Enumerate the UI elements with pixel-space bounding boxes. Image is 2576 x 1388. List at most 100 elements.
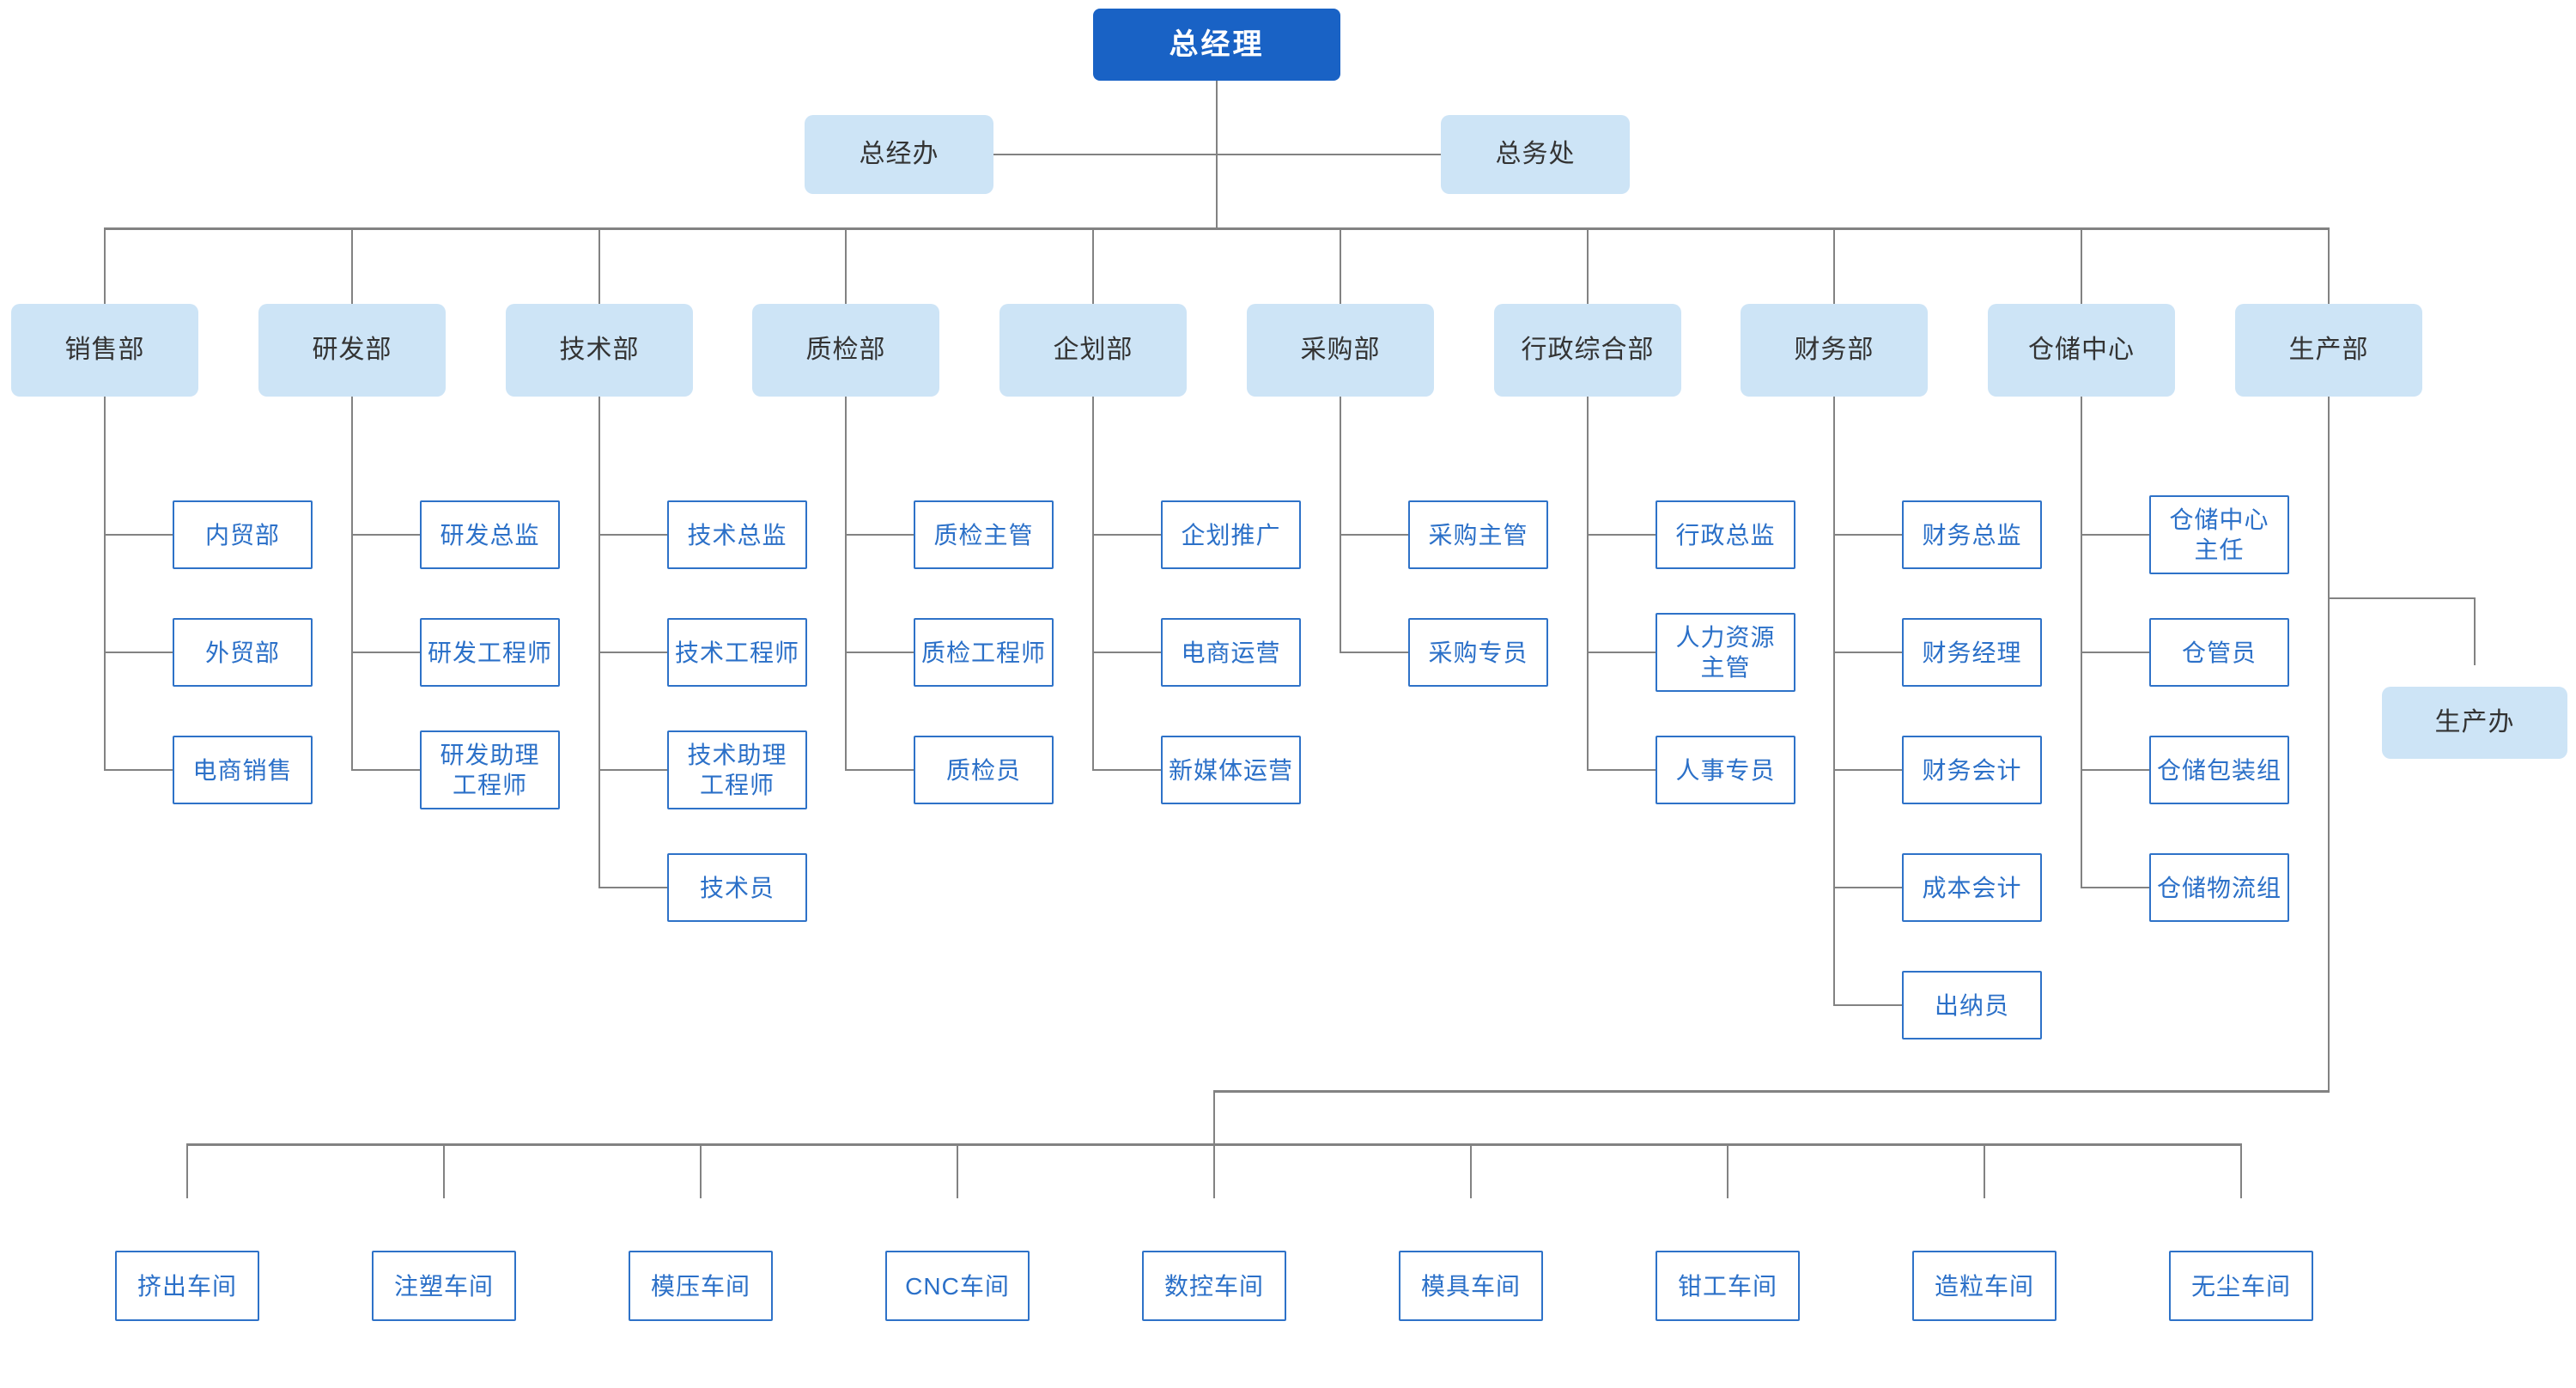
- connector-child-stub: [1093, 652, 1161, 653]
- connector-child-stub: [2081, 652, 2149, 653]
- department-node-1: 研发部: [258, 304, 446, 397]
- position-node-4-1: 电商运营: [1161, 618, 1301, 687]
- connector-child-stub: [352, 769, 420, 771]
- connector-department-stub: [351, 227, 353, 304]
- connector-workshop-drop: [1213, 1090, 1215, 1143]
- connector-child-vertical: [2081, 397, 2082, 888]
- position-node-7-1: 财务经理: [1902, 618, 2042, 687]
- position-node-3-1: 质检工程师: [914, 618, 1054, 687]
- connector-department-stub: [104, 227, 106, 304]
- connector-department-stub: [2081, 227, 2082, 304]
- workshop-node-8: 无尘车间: [2169, 1251, 2313, 1321]
- connector-workshop-stub: [1984, 1143, 1985, 1198]
- connector-child-stub: [599, 769, 667, 771]
- position-node-8-0: 仓储中心 主任: [2149, 495, 2289, 574]
- connector-department-stub: [1340, 227, 1341, 304]
- position-node-6-0: 行政总监: [1656, 500, 1795, 569]
- connector-child-stub: [105, 652, 173, 653]
- office-node-0: 总经办: [805, 115, 993, 194]
- position-node-7-4: 出纳员: [1902, 971, 2042, 1039]
- connector-child-vertical: [1092, 397, 1094, 771]
- connector-child-vertical: [845, 397, 847, 771]
- connector-child-stub: [105, 769, 173, 771]
- connector-child-stub: [599, 534, 667, 536]
- position-node-1-1: 研发工程师: [420, 618, 560, 687]
- connector-child-vertical: [1340, 397, 1341, 653]
- connector-child-stub: [1588, 652, 1656, 653]
- connector-child-stub: [1834, 769, 1902, 771]
- department-node-0: 销售部: [11, 304, 198, 397]
- position-node-5-0: 采购主管: [1408, 500, 1548, 569]
- connector-offices-horizontal: [993, 154, 1441, 155]
- position-node-8-3: 仓储物流组: [2149, 853, 2289, 922]
- connector-child-stub: [1340, 534, 1408, 536]
- connector-child-stub: [2081, 887, 2149, 888]
- connector-child-stub: [846, 652, 914, 653]
- connector-department-stub: [1833, 227, 1835, 304]
- connector-child-stub: [105, 534, 173, 536]
- department-node-6: 行政综合部: [1494, 304, 1681, 397]
- position-node-6-2: 人事专员: [1656, 736, 1795, 804]
- department-node-9: 生产部: [2235, 304, 2422, 397]
- production-office-node: 生产办: [2382, 687, 2567, 759]
- workshop-node-4: 数控车间: [1142, 1251, 1286, 1321]
- connector-child-stub: [599, 887, 667, 888]
- position-node-0-2: 电商销售: [173, 736, 313, 804]
- connector-child-vertical: [104, 397, 106, 771]
- connector-production-office-vertical: [2474, 597, 2476, 665]
- position-node-2-3: 技术员: [667, 853, 807, 922]
- position-node-3-2: 质检员: [914, 736, 1054, 804]
- position-node-7-0: 财务总监: [1902, 500, 2042, 569]
- position-node-6-1: 人力资源 主管: [1656, 613, 1795, 692]
- position-node-1-0: 研发总监: [420, 500, 560, 569]
- department-node-3: 质检部: [752, 304, 939, 397]
- position-node-2-0: 技术总监: [667, 500, 807, 569]
- position-node-2-2: 技术助理 工程师: [667, 730, 807, 809]
- position-node-7-3: 成本会计: [1902, 853, 2042, 922]
- connector-department-stub: [2328, 227, 2330, 304]
- department-node-7: 财务部: [1741, 304, 1928, 397]
- connector-production-bottom-horizontal: [1213, 1090, 2329, 1093]
- connector-child-stub: [352, 652, 420, 653]
- connector-child-stub: [1834, 534, 1902, 536]
- connector-child-stub: [1834, 1004, 1902, 1006]
- connector-workshop-stub: [700, 1143, 702, 1198]
- connector-child-stub: [352, 534, 420, 536]
- connector-workshop-stub: [2240, 1143, 2242, 1198]
- connector-child-stub: [2081, 769, 2149, 771]
- connector-workshop-stub: [1470, 1143, 1472, 1198]
- connector-workshop-stub: [1727, 1143, 1728, 1198]
- workshop-node-1: 注塑车间: [372, 1251, 516, 1321]
- workshop-node-5: 模具车间: [1399, 1251, 1543, 1321]
- connector-department-bus: [105, 227, 2329, 230]
- department-node-8: 仓储中心: [1988, 304, 2175, 397]
- connector-child-stub: [599, 652, 667, 653]
- connector-child-vertical: [1833, 397, 1835, 1006]
- connector-child-vertical: [598, 397, 600, 888]
- connector-production-vertical: [2328, 397, 2330, 1093]
- connector-trunk-vertical: [1216, 81, 1218, 230]
- connector-child-stub: [1093, 769, 1161, 771]
- connector-department-stub: [845, 227, 847, 304]
- position-node-0-1: 外贸部: [173, 618, 313, 687]
- position-node-7-2: 财务会计: [1902, 736, 2042, 804]
- connector-workshop-stub: [957, 1143, 958, 1198]
- connector-department-stub: [1092, 227, 1094, 304]
- connector-workshop-stub: [1213, 1143, 1215, 1198]
- workshop-node-3: CNC车间: [885, 1251, 1030, 1321]
- position-node-4-2: 新媒体运营: [1161, 736, 1301, 804]
- connector-child-stub: [1340, 652, 1408, 653]
- position-node-4-0: 企划推广: [1161, 500, 1301, 569]
- connector-child-stub: [1093, 534, 1161, 536]
- position-node-0-0: 内贸部: [173, 500, 313, 569]
- department-node-5: 采购部: [1247, 304, 1434, 397]
- position-node-3-0: 质检主管: [914, 500, 1054, 569]
- connector-production-office-horizontal: [2329, 597, 2475, 599]
- position-node-1-2: 研发助理 工程师: [420, 730, 560, 809]
- workshop-node-2: 模压车间: [629, 1251, 773, 1321]
- connector-workshop-stub: [186, 1143, 188, 1198]
- connector-workshop-stub: [443, 1143, 445, 1198]
- connector-child-stub: [846, 534, 914, 536]
- position-node-8-2: 仓储包装组: [2149, 736, 2289, 804]
